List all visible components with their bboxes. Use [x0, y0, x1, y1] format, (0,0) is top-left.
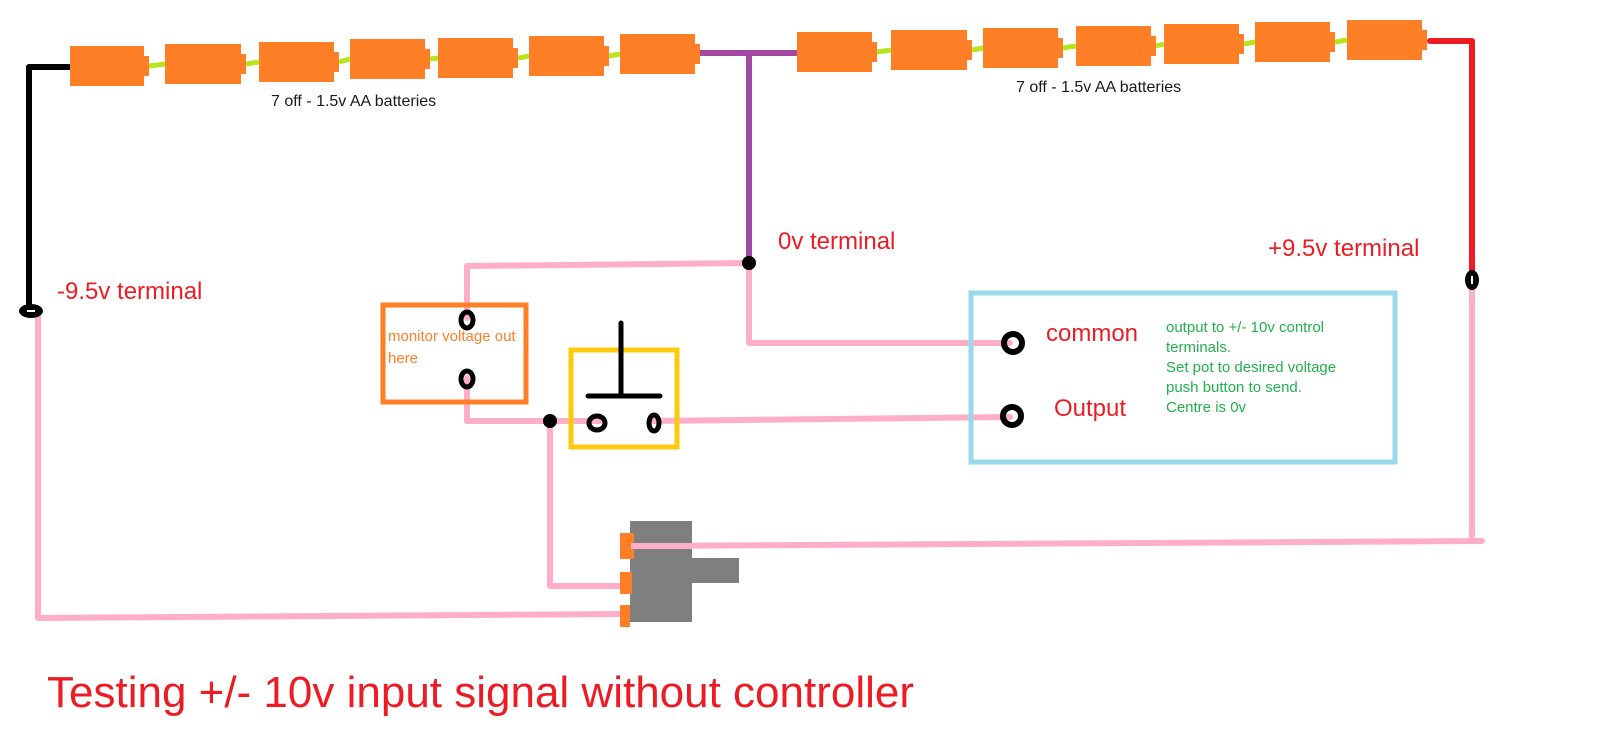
battery-terminal	[241, 54, 246, 74]
battery-body	[1076, 26, 1151, 66]
battery-link	[429, 55, 439, 62]
positive-terminal-label: +9.5v terminal	[1268, 235, 1420, 262]
battery-link	[608, 51, 621, 59]
battery-link	[148, 61, 166, 69]
push-button-box	[568, 347, 680, 450]
battery-link	[1243, 39, 1256, 47]
negative-terminal-label: -9.5v terminal	[57, 278, 203, 305]
battery-terminal	[967, 40, 972, 60]
battery-terminal	[1239, 34, 1244, 54]
pot-shaft	[692, 558, 739, 583]
diagram-title: Testing +/- 10v input signal without con…	[47, 668, 915, 717]
wire-button-to-output	[647, 414, 1013, 424]
monitor-terminal-top[interactable]	[458, 309, 476, 331]
wires	[26, 38, 1485, 621]
battery-link	[971, 45, 984, 53]
pot-body	[630, 521, 692, 622]
battery-cell	[259, 42, 339, 82]
battery-cell	[1255, 22, 1335, 62]
battery-terminal	[1058, 38, 1063, 58]
battery-terminal	[695, 44, 700, 64]
battery-cell	[350, 39, 430, 79]
wire-zero-to-monitor-top	[464, 260, 752, 321]
battery-body	[891, 30, 967, 70]
monitor-label: monitor voltage out here	[388, 328, 516, 367]
battery-link	[338, 56, 351, 65]
battery-link	[1155, 41, 1165, 49]
zero-terminal-label: 0v terminal	[778, 228, 896, 255]
battery-cell	[70, 46, 149, 86]
battery-terminal	[872, 42, 877, 62]
wire-junction-to-pot-wiper	[547, 418, 628, 589]
battery-body	[620, 34, 695, 74]
battery-cell	[1076, 26, 1156, 66]
battery-body	[797, 32, 872, 72]
battery-link	[517, 53, 530, 61]
pot-pin-wiper	[620, 572, 632, 594]
battery-body	[529, 36, 604, 76]
battery-cell	[797, 32, 877, 72]
battery-cell	[891, 30, 972, 70]
battery-link	[1334, 37, 1348, 45]
battery-cell	[1347, 20, 1427, 60]
battery-terminal	[144, 56, 149, 76]
wire-zero-to-common	[746, 260, 1013, 346]
push-button-contact-left	[586, 413, 608, 433]
battery-body	[259, 42, 334, 82]
battery-body	[350, 39, 425, 79]
battery-body	[1164, 24, 1239, 64]
battery-terminal	[1330, 32, 1335, 52]
battery-link	[1062, 43, 1077, 51]
output-label: Output	[1054, 395, 1127, 422]
battery-body	[438, 38, 513, 78]
positive-wire	[1427, 38, 1475, 281]
output-block-box	[968, 290, 1398, 465]
battery-cell	[983, 28, 1063, 68]
battery-cell	[438, 38, 518, 78]
common-terminal[interactable]	[1001, 331, 1025, 355]
battery-terminal	[513, 48, 518, 68]
battery-body	[1255, 22, 1330, 62]
push-button[interactable]	[568, 320, 680, 450]
output-note: output to +/- 10v control terminals. Set…	[1166, 319, 1337, 416]
battery-body	[70, 46, 144, 86]
monitor-box	[380, 302, 529, 405]
output-terminal[interactable]	[1000, 404, 1024, 428]
battery-terminal	[425, 49, 430, 69]
battery-body	[1347, 20, 1422, 60]
battery-cell	[165, 44, 246, 84]
wire-neg-to-pot	[35, 307, 628, 621]
battery-body	[165, 44, 241, 84]
junction-button	[543, 414, 557, 428]
battery-terminal	[604, 46, 609, 66]
pot-pin-top	[620, 533, 634, 559]
battery-cell	[620, 34, 700, 74]
battery-terminal	[1151, 36, 1156, 56]
monitor-terminal-bottom[interactable]	[458, 368, 476, 390]
battery-body	[983, 28, 1058, 68]
junction-zero	[742, 256, 756, 270]
negative-wire	[26, 64, 73, 313]
common-label: common	[1046, 320, 1139, 347]
battery-bank-left	[70, 34, 700, 86]
wire-pos-to-pot	[626, 279, 1485, 549]
battery-cell	[1164, 24, 1244, 64]
battery-cell	[529, 36, 609, 76]
battery-link	[876, 47, 892, 55]
push-button-contact-right	[646, 412, 662, 434]
battery-terminal	[334, 52, 339, 72]
pot-pin-bottom	[620, 605, 630, 627]
battery-bank-right	[797, 20, 1427, 72]
potentiometer[interactable]	[620, 521, 739, 627]
battery-terminal	[1422, 30, 1427, 50]
battery-bank-left-label: 7 off - 1.5v AA batteries	[271, 93, 437, 110]
battery-bank-right-label: 7 off - 1.5v AA batteries	[1016, 79, 1182, 96]
battery-link	[245, 59, 260, 67]
